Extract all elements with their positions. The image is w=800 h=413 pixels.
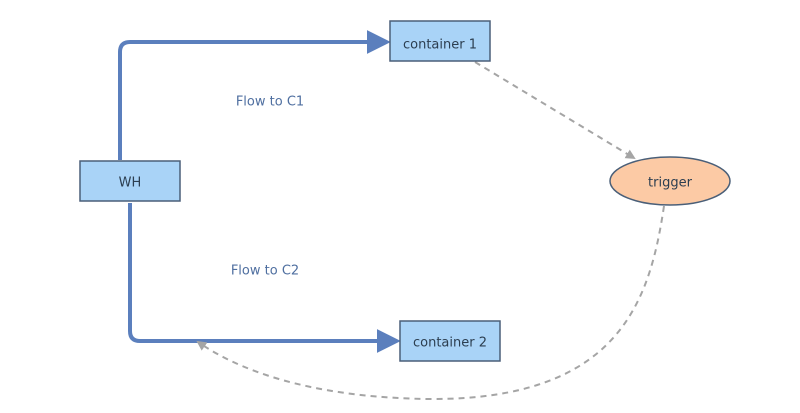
edge-label-flow-to-c1: Flow to C1 (236, 95, 304, 110)
node-wh-box (79, 160, 181, 202)
edge-wh-to-container1 (118, 30, 391, 160)
edge-wh-to-container2 (128, 203, 401, 353)
edge-label-flow-to-c2: Flow to C2 (231, 264, 299, 279)
edge-container1-to-trigger (474, 61, 636, 160)
node-wh[interactable]: WH (79, 160, 181, 202)
node-trigger-label: trigger (648, 176, 693, 191)
edge-trigger-to-wh-return (196, 205, 665, 401)
node-container2-label: container 2 (413, 336, 487, 351)
node-container2-box (399, 320, 501, 362)
node-wh-label: WH (119, 176, 142, 191)
node-container2[interactable]: container 2 (399, 320, 501, 362)
node-container1-box (389, 20, 491, 62)
node-trigger[interactable]: trigger (609, 156, 731, 206)
node-container1-label: container 1 (403, 38, 477, 53)
node-container1[interactable]: container 1 (389, 20, 491, 62)
node-trigger-ellipse (609, 156, 731, 206)
